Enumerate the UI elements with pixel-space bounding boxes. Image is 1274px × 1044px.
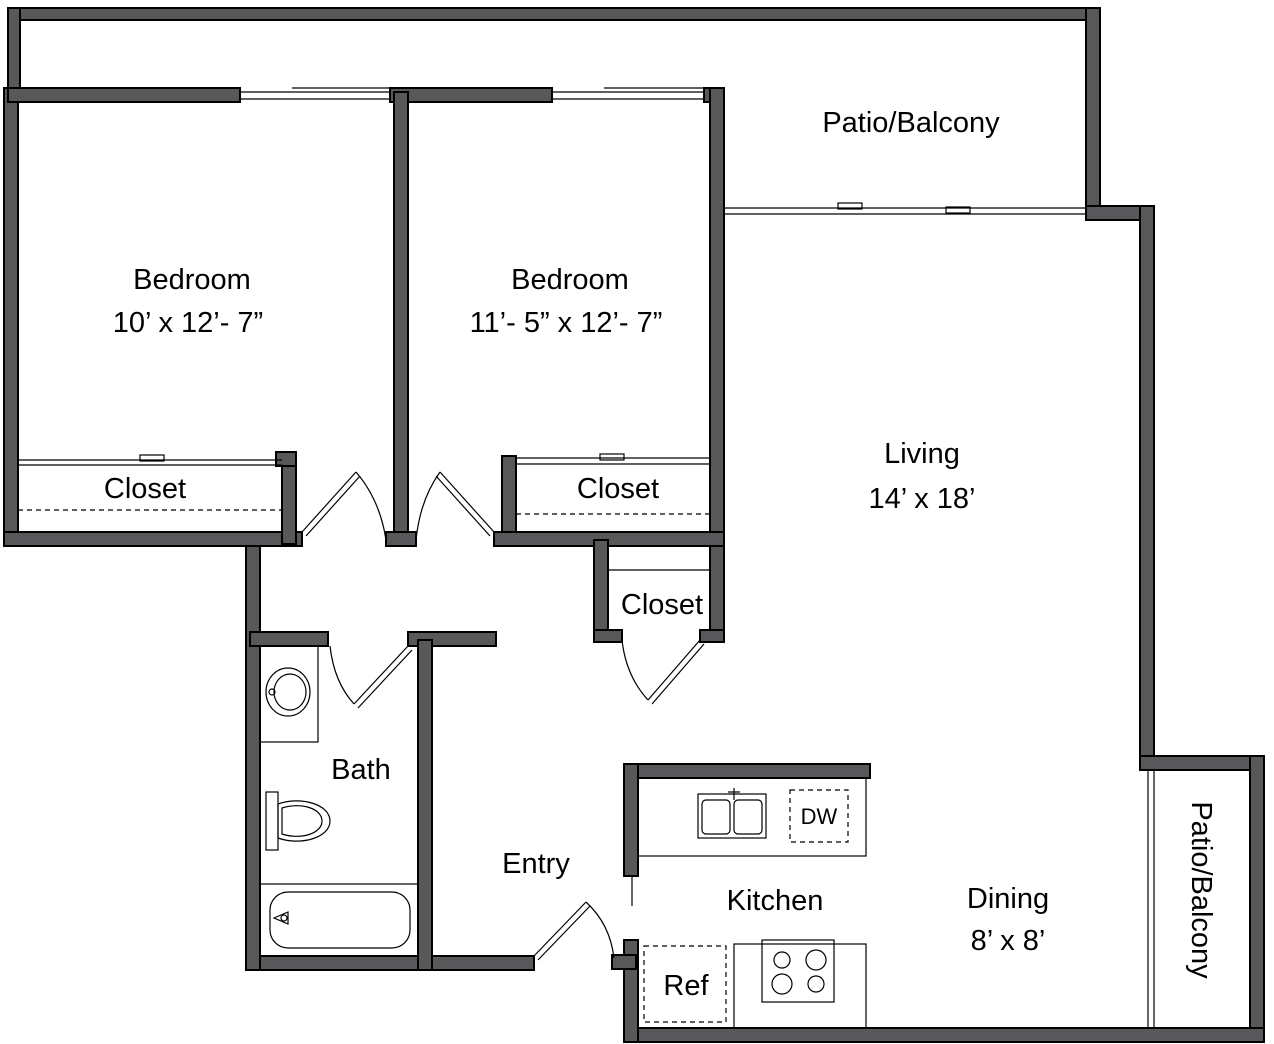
vanity-sink-icon <box>259 645 319 743</box>
living-size: 14’ x 18’ <box>869 483 976 515</box>
bedroom-2-size: 11’- 5” x 12’- 7” <box>470 307 663 339</box>
closet-1-label: Closet <box>104 473 186 505</box>
exterior-walls <box>3 7 1265 1043</box>
kitchen-fixtures <box>631 777 867 1029</box>
patio-right-label: Patio/Balcony <box>1185 801 1217 979</box>
bedroom-2-label: Bedroom <box>511 264 629 296</box>
bedroom-1-size: 10’ x 12’- 7” <box>113 307 263 339</box>
bedroom-1-label: Bedroom <box>133 264 251 296</box>
bathtub-icon <box>259 883 419 957</box>
stove-icon <box>761 939 835 1003</box>
room-labels: Patio/Balcony Bedroom 10’ x 12’- 7” Bedr… <box>104 107 1217 1002</box>
living-label: Living <box>884 438 960 470</box>
toilet-icon <box>265 791 331 851</box>
kitchen-label: Kitchen <box>727 885 824 917</box>
double-sink-icon <box>697 788 767 839</box>
dishwasher-outline <box>789 789 849 843</box>
interior-walls <box>7 87 871 971</box>
closet-3-label: Closet <box>621 589 703 621</box>
refrigerator-outline <box>643 945 727 1023</box>
dishwasher-label: DW <box>801 804 838 829</box>
closet-2-label: Closet <box>577 473 659 505</box>
patio-top-label: Patio/Balcony <box>822 107 1000 139</box>
dining-size: 8’ x 8’ <box>971 925 1046 957</box>
refrigerator-label: Ref <box>663 970 709 1002</box>
windows <box>240 87 1155 1028</box>
bath-label: Bath <box>331 754 391 786</box>
closet-details <box>18 453 710 571</box>
swing-doors <box>301 471 705 961</box>
entry-label: Entry <box>502 848 570 880</box>
bath-fixtures <box>259 645 419 957</box>
dining-label: Dining <box>967 883 1049 915</box>
